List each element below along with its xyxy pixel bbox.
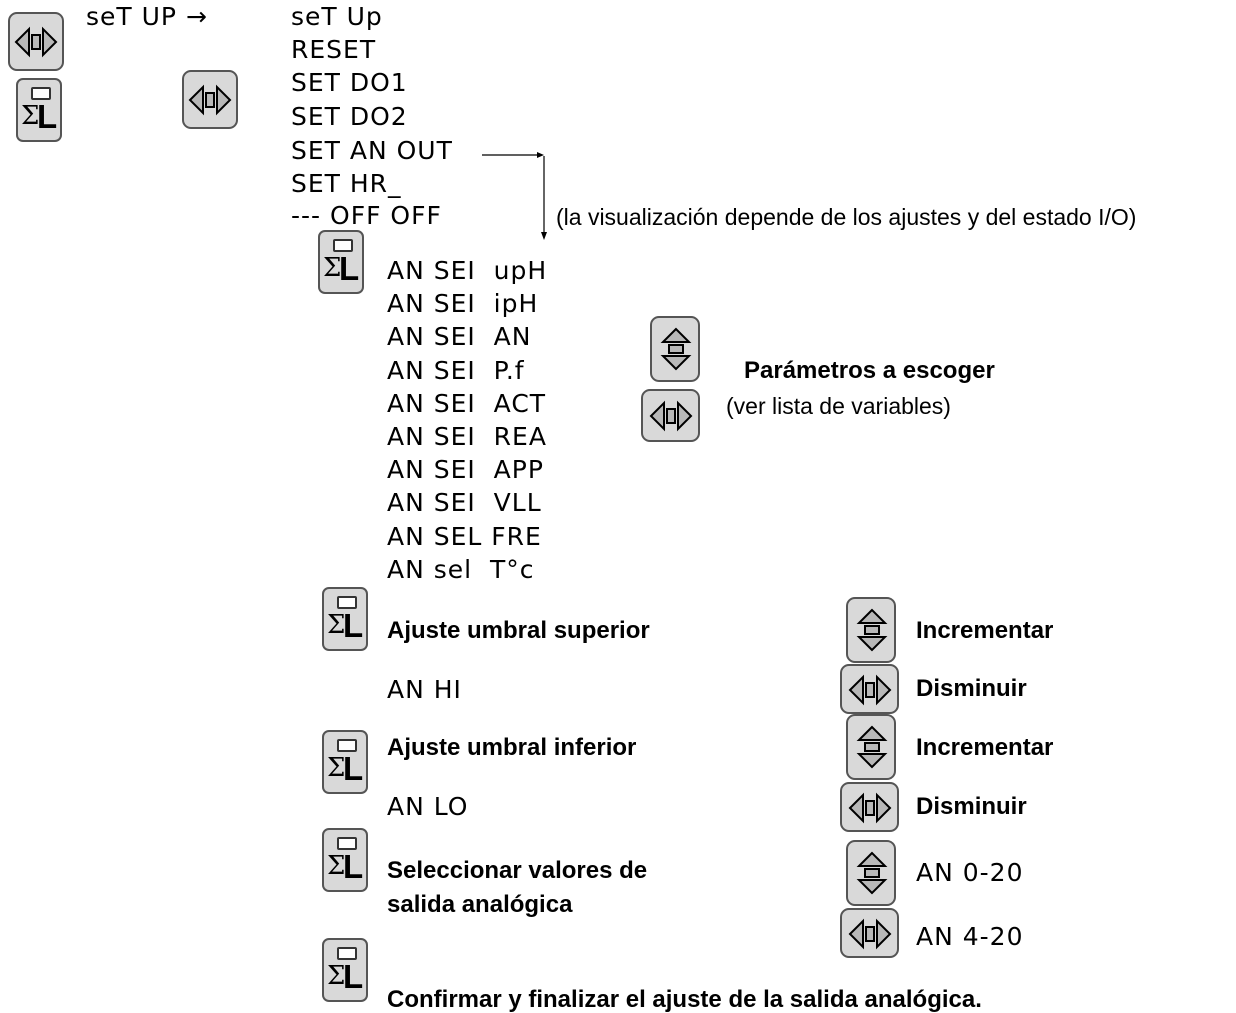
param-item: AN SEI ipH	[387, 289, 539, 318]
left-right-button-icon[interactable]	[182, 70, 238, 129]
menu-item: SET DO2	[291, 102, 408, 131]
output-option-0-20: AN 0-20	[916, 858, 1024, 887]
upper-increment-label: Incrementar	[916, 617, 1054, 644]
confirm-text: Confirmar y finalizar el ajuste de la sa…	[387, 986, 982, 1013]
display-note: (la visualización depende de los ajustes…	[556, 204, 1137, 230]
output-option-4-20: AN 4-20	[916, 922, 1024, 951]
output-label-line1: Seleccionar valores de	[387, 857, 648, 884]
output-label-line2: salida analógica	[387, 891, 573, 918]
menu-item: --- OFF OFF	[291, 201, 442, 230]
lower-increment-label: Incrementar	[916, 734, 1054, 761]
left-right-button-icon[interactable]	[8, 12, 64, 71]
upper-threshold-label: Ajuste umbral superior	[387, 617, 650, 644]
param-item: AN SEI AN	[387, 322, 532, 351]
up-down-button-icon[interactable]	[846, 840, 896, 906]
param-caption-title: Parámetros a escoger	[744, 357, 995, 384]
menu-item: SET HR_	[291, 169, 402, 198]
up-down-button-icon[interactable]	[846, 597, 896, 663]
menu-item: RESET	[291, 35, 377, 64]
lower-threshold-label: Ajuste umbral inferior	[387, 734, 637, 761]
param-item: AN SEI REA	[387, 422, 547, 451]
param-item: AN SEI P.f	[387, 356, 525, 385]
left-right-button-icon[interactable]	[641, 389, 700, 442]
left-right-button-icon[interactable]	[840, 908, 899, 958]
upper-threshold-code: AN HI	[387, 675, 462, 704]
lower-decrement-label: Disminuir	[916, 793, 1027, 820]
param-item: AN SEI ACT	[387, 389, 547, 418]
param-item: AN SEI VLL	[387, 488, 542, 517]
up-down-button-icon[interactable]	[650, 316, 700, 382]
connector-arrow	[482, 152, 547, 240]
lower-threshold-code: AN LO	[387, 792, 469, 821]
setup-label: seT UP →	[86, 2, 208, 31]
param-item: AN SEL FRE	[387, 522, 542, 551]
left-right-button-icon[interactable]	[840, 664, 899, 714]
upper-decrement-label: Disminuir	[916, 675, 1027, 702]
param-caption-subtitle: (ver lista de variables)	[726, 393, 951, 419]
menu-item: SET AN OUT	[291, 136, 453, 165]
param-item: AN SEI upH	[387, 256, 548, 285]
menu-item: SET DO1	[291, 68, 408, 97]
menu-item: seT Up	[291, 2, 383, 31]
param-item: AN sel T°c	[387, 555, 535, 584]
up-down-button-icon[interactable]	[846, 714, 896, 780]
param-item: AN SEI APP	[387, 455, 544, 484]
left-right-button-icon[interactable]	[840, 782, 899, 832]
